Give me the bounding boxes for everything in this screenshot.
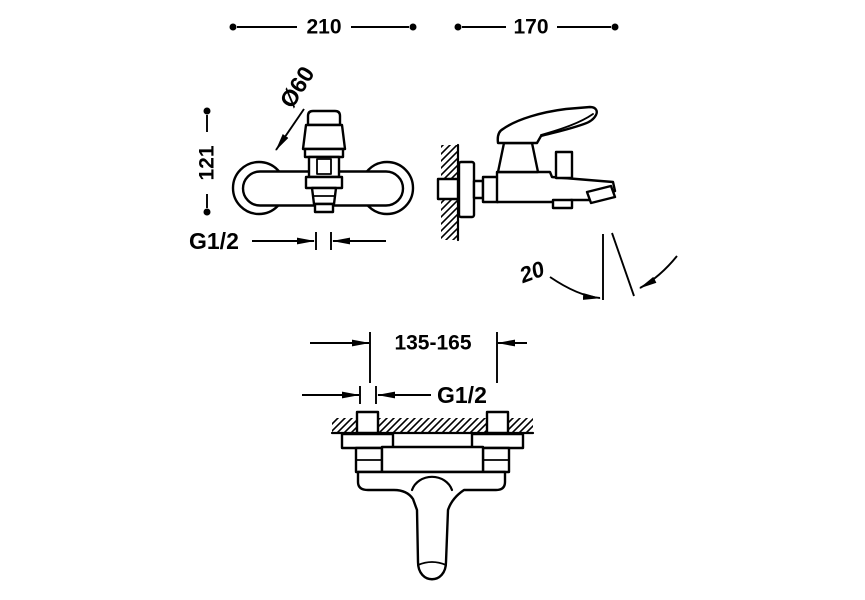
wall-connector [436,177,460,201]
dimension-endpoint-dot [203,208,211,216]
bottom-left-post [355,410,380,435]
angle-dimension: 20 [515,232,678,300]
angle-arrow-right [639,255,678,289]
label-g12-bottom: G1/2 [302,382,487,408]
side-view [436,105,617,242]
front-handle-cap [306,109,342,127]
spout-aerator [585,184,617,205]
dimension-endpoint-dot [203,107,211,115]
front-collar [304,175,344,190]
front-outlet [313,202,335,214]
escutcheon [457,160,476,219]
dimension-170-label: 170 [513,16,548,39]
bottom-body [380,445,485,474]
dimension-135-165-label: 135-165 [394,332,471,355]
g12-front-label: G1/2 [189,228,239,254]
dimension-210-label: 210 [306,16,341,39]
under-outlet [551,198,574,210]
dimension-endpoint-dot [611,23,619,31]
dimension-210: 210 [229,16,417,39]
dimension-121-label: 121 [196,145,219,180]
diameter-60-label: Ø60 [274,62,319,113]
dimension-endpoint-dot [229,23,237,31]
bottom-handle-head-arc [410,475,454,492]
connection-nut [481,175,500,204]
front-view [231,109,415,216]
bottom-wall-hatch [332,418,533,433]
dimension-endpoint-dot [409,23,417,31]
bottom-handle-cap-line [417,561,447,566]
bottom-view [330,410,535,581]
diverter-knob [554,150,574,180]
label-g12-front: G1/2 [189,228,386,254]
dimension-135-165: 135-165 [310,332,527,383]
bottom-right-post [485,410,510,435]
dimension-endpoint-dot [454,23,462,31]
angle-arrow-left [549,276,601,300]
dimension-170: 170 [454,16,619,39]
side-lever-handle [496,105,598,145]
angle-spout-line [611,232,635,297]
side-cartridge [496,141,540,174]
dimension-121: 121 [196,107,219,216]
side-lever-detail-line [540,113,594,136]
diameter-arrow [275,108,305,151]
g12-bottom-label: G1/2 [437,382,487,408]
front-handle [301,123,347,151]
bottom-body-lower [356,470,507,581]
front-diverter-window [316,158,332,175]
connection-nut-small [472,179,485,200]
angle-20-label: 20 [515,256,548,288]
